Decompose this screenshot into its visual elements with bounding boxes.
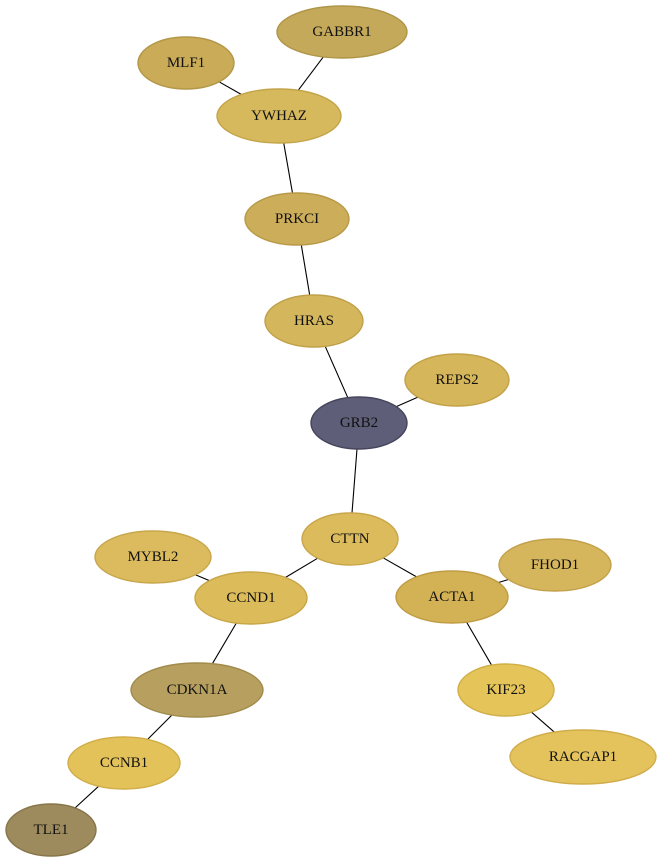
node-shape-mybl2[interactable] bbox=[94, 530, 212, 584]
node-mlf1[interactable]: MLF1 bbox=[137, 36, 235, 90]
node-label-grb2: GRB2 bbox=[340, 415, 378, 431]
node-shape-grb2[interactable] bbox=[310, 396, 408, 450]
edge-gabbr1-ywhaz bbox=[297, 56, 324, 91]
node-ccnb1[interactable]: CCNB1 bbox=[67, 736, 181, 790]
node-prkci[interactable]: PRKCI bbox=[244, 192, 350, 246]
node-cttn[interactable]: CTTN bbox=[301, 512, 399, 566]
edge-ywhaz-prkci bbox=[283, 142, 294, 194]
node-grb2[interactable]: GRB2 bbox=[310, 396, 408, 450]
node-label-tle1: TLE1 bbox=[34, 822, 69, 838]
node-label-reps2: REPS2 bbox=[435, 372, 478, 388]
node-label-acta1: ACTA1 bbox=[428, 589, 475, 605]
node-shape-cttn[interactable] bbox=[301, 512, 399, 566]
node-shape-hras[interactable] bbox=[264, 294, 364, 348]
node-reps2[interactable]: REPS2 bbox=[404, 353, 510, 407]
node-label-kif23: KIF23 bbox=[486, 682, 525, 698]
node-shape-gabbr1[interactable] bbox=[276, 5, 408, 59]
edge-reps2-grb2 bbox=[396, 396, 419, 408]
edge-cttn-ccnd1 bbox=[285, 557, 318, 578]
node-label-cttn: CTTN bbox=[330, 531, 369, 547]
node-shape-ccnd1[interactable] bbox=[194, 571, 308, 625]
node-label-cdkn1a: CDKN1A bbox=[167, 682, 228, 698]
node-racgap1[interactable]: RACGAP1 bbox=[509, 729, 657, 785]
node-fhod1[interactable]: FHOD1 bbox=[498, 538, 612, 592]
edge-mybl2-ccnd1 bbox=[195, 574, 210, 582]
node-shape-fhod1[interactable] bbox=[498, 538, 612, 592]
edge-ccnd1-cdkn1a bbox=[211, 622, 237, 664]
node-label-hras: HRAS bbox=[294, 313, 334, 329]
node-shape-reps2[interactable] bbox=[404, 353, 510, 407]
node-kif23[interactable]: KIF23 bbox=[457, 663, 555, 717]
node-shape-acta1[interactable] bbox=[395, 570, 509, 624]
edge-hras-grb2 bbox=[324, 346, 349, 398]
node-shape-ywhaz[interactable] bbox=[216, 88, 342, 144]
node-gabbr1[interactable]: GABBR1 bbox=[276, 5, 408, 59]
node-label-mybl2: MYBL2 bbox=[128, 549, 179, 565]
node-ccnd1[interactable]: CCND1 bbox=[194, 571, 308, 625]
node-shape-racgap1[interactable] bbox=[509, 729, 657, 785]
edge-grb2-cttn bbox=[351, 448, 358, 514]
node-label-gabbr1: GABBR1 bbox=[312, 24, 371, 40]
edge-kif23-racgap1 bbox=[531, 711, 555, 733]
edges-layer bbox=[74, 56, 555, 809]
node-label-fhod1: FHOD1 bbox=[531, 557, 579, 573]
node-mybl2[interactable]: MYBL2 bbox=[94, 530, 212, 584]
node-shape-kif23[interactable] bbox=[457, 663, 555, 717]
node-acta1[interactable]: ACTA1 bbox=[395, 570, 509, 624]
node-label-ccnd1: CCND1 bbox=[226, 590, 275, 606]
node-shape-tle1[interactable] bbox=[5, 803, 97, 857]
node-shape-cdkn1a[interactable] bbox=[130, 662, 264, 718]
edge-cttn-acta1 bbox=[382, 557, 417, 578]
node-label-mlf1: MLF1 bbox=[167, 55, 205, 71]
edge-prkci-hras bbox=[300, 244, 311, 296]
node-hras[interactable]: HRAS bbox=[264, 294, 364, 348]
edge-fhod1-acta1 bbox=[498, 578, 509, 584]
node-label-racgap1: RACGAP1 bbox=[549, 749, 617, 765]
node-label-ywhaz: YWHAZ bbox=[251, 108, 307, 124]
node-ywhaz[interactable]: YWHAZ bbox=[216, 88, 342, 144]
node-label-prkci: PRKCI bbox=[275, 211, 319, 227]
node-cdkn1a[interactable]: CDKN1A bbox=[130, 662, 264, 718]
node-shape-ccnb1[interactable] bbox=[67, 736, 181, 790]
edge-cdkn1a-ccnb1 bbox=[147, 714, 173, 740]
edge-acta1-kif23 bbox=[466, 621, 493, 666]
edge-ccnb1-tle1 bbox=[74, 785, 100, 809]
node-tle1[interactable]: TLE1 bbox=[5, 803, 97, 857]
node-shape-mlf1[interactable] bbox=[137, 36, 235, 90]
edge-mlf1-ywhaz bbox=[218, 81, 242, 95]
node-shape-prkci[interactable] bbox=[244, 192, 350, 246]
node-label-ccnb1: CCNB1 bbox=[100, 755, 148, 771]
